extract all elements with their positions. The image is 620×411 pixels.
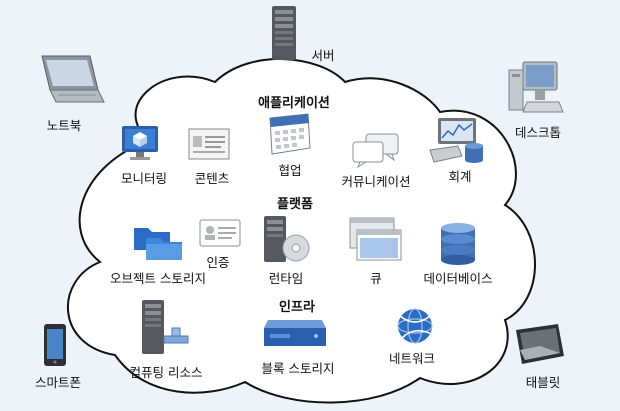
id-card-icon	[199, 219, 241, 247]
database-icon	[441, 223, 475, 265]
content-label: 콘텐츠	[194, 171, 230, 186]
platform-header: 플랫폼	[277, 197, 313, 212]
runtime-label: 런타임	[268, 271, 304, 286]
laptop-label: 노트북	[46, 118, 82, 133]
infrastructure-header: 인프라	[279, 300, 315, 315]
object-storage-label: 오브젝트 스토리지	[110, 271, 206, 286]
tablet-label: 태블릿	[525, 375, 561, 390]
runtime-server-icon	[264, 216, 310, 262]
desktop-icon	[508, 61, 564, 113]
smartphone-icon	[44, 324, 66, 366]
compute-label: 컴퓨팅 리소스	[129, 365, 203, 380]
queue-label: 큐	[370, 271, 382, 286]
block-storage-label: 블록 스토리지	[261, 361, 335, 376]
laptop-icon	[41, 55, 105, 103]
globe-icon	[397, 308, 433, 344]
smartphone-label: 스마트폰	[34, 375, 82, 390]
finance-label: 회계	[448, 169, 472, 184]
chat-icon	[352, 133, 399, 168]
calendar-icon	[269, 113, 311, 155]
applications-header: 애플리케이션	[258, 96, 330, 111]
monitor-icon	[122, 126, 158, 160]
server-label: 서버	[311, 48, 335, 63]
server-icon	[272, 6, 296, 60]
finance-icon	[429, 118, 483, 163]
network-label: 네트워크	[388, 351, 436, 366]
compute-server-icon	[142, 300, 189, 354]
document-icon	[188, 128, 230, 160]
folder-icon	[134, 228, 182, 260]
monitoring-label: 모니터링	[120, 171, 168, 186]
queue-window-icon	[349, 217, 402, 261]
database-label: 데이터베이스	[423, 271, 493, 286]
collaboration-label: 협업	[278, 163, 302, 178]
identity-label: 인증	[206, 255, 230, 270]
block-storage-icon	[264, 320, 326, 346]
communication-label: 커뮤니케이션	[341, 174, 411, 189]
tablet-icon	[516, 324, 564, 364]
desktop-label: 데스크톱	[514, 125, 562, 140]
